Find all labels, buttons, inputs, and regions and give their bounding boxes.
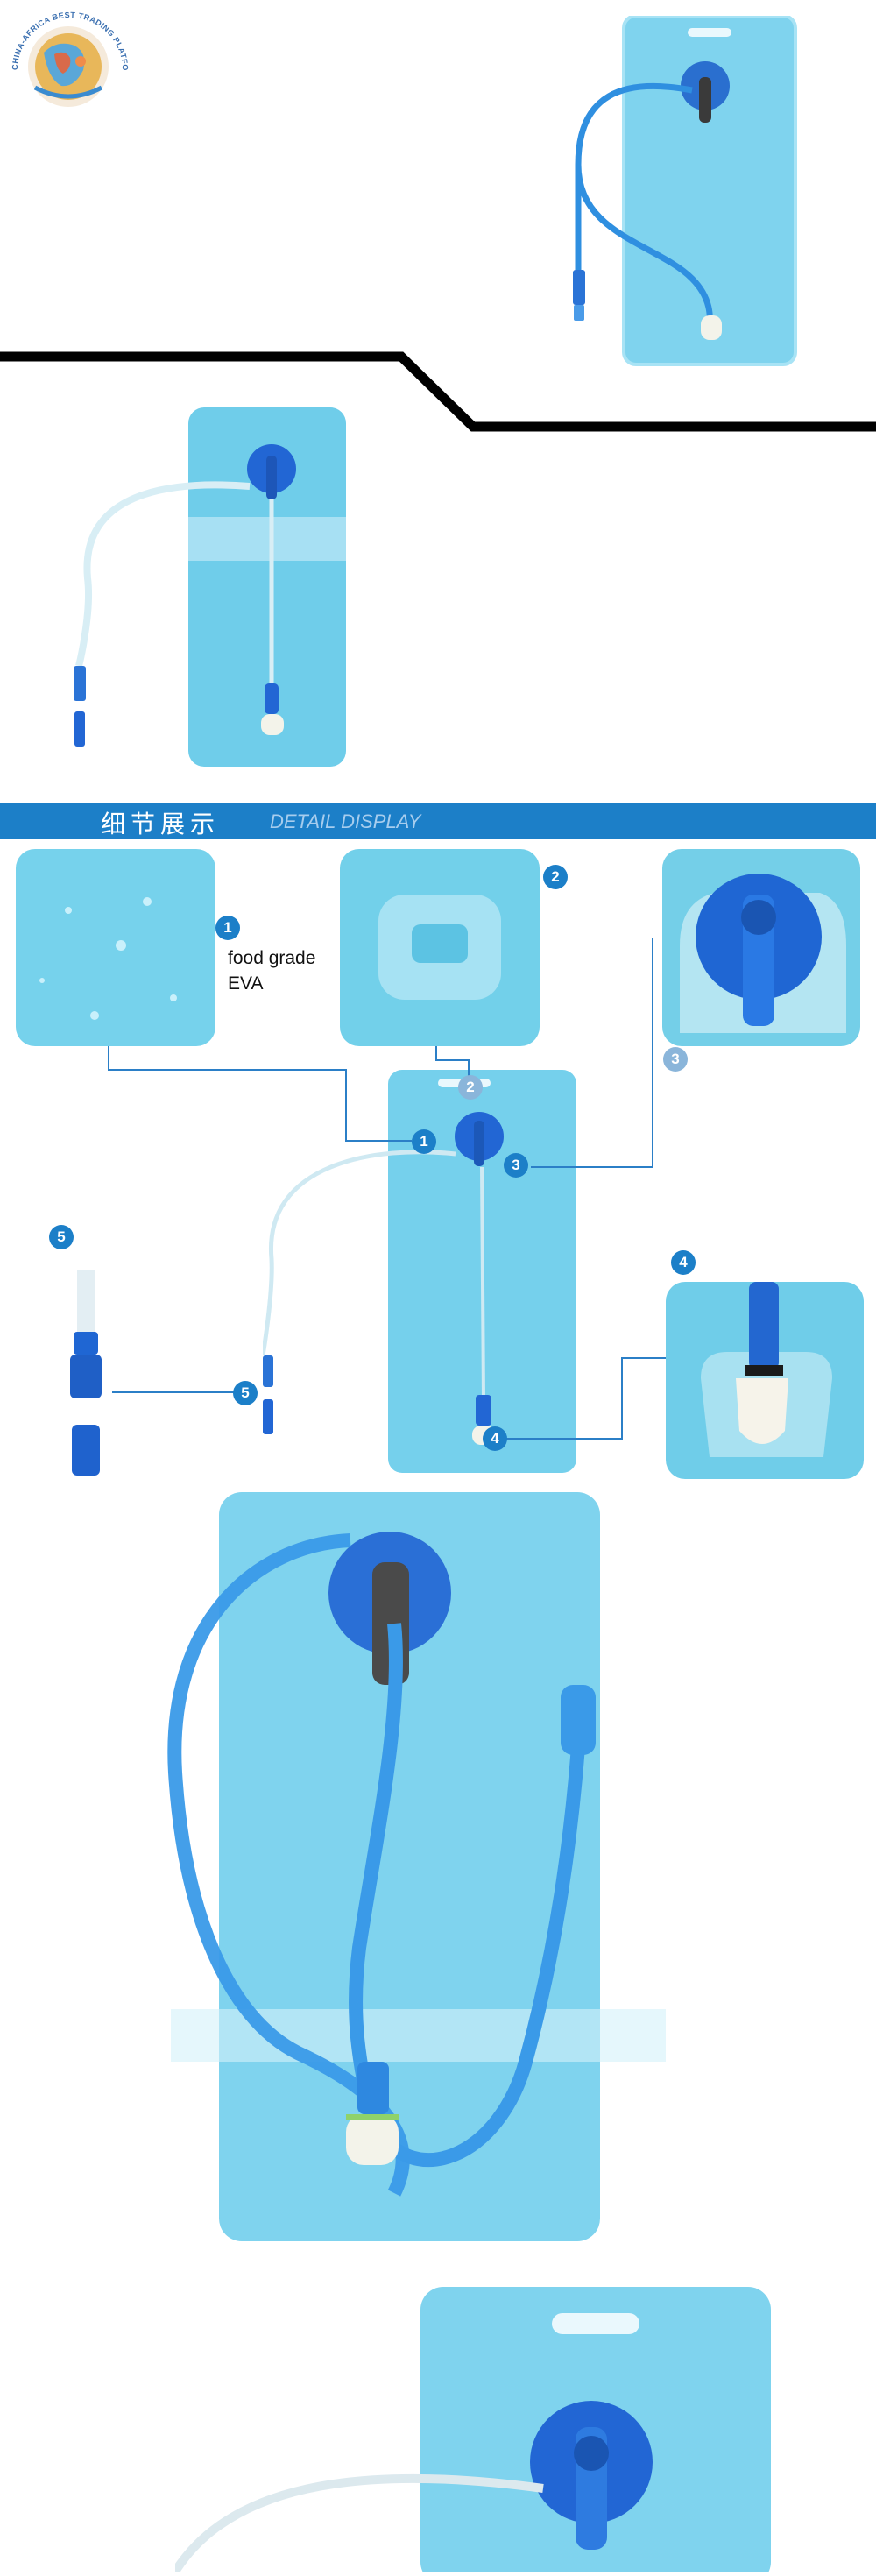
callout-4: 4: [671, 1250, 696, 1275]
callout-5: 5: [49, 1225, 74, 1249]
detail-image-material: [16, 849, 215, 1046]
brand-logo: CHINA-AFRICA BEST TRADING PLATFORM: [0, 0, 140, 123]
callout-1-label-line1: food grade: [228, 948, 316, 968]
product-image-blue-tube: [526, 14, 806, 366]
callout-2-marker: 2: [458, 1075, 483, 1100]
callout-3-marker: 3: [504, 1153, 528, 1178]
callout-4-marker: 4: [483, 1426, 507, 1451]
detail-image-cap: [662, 849, 860, 1046]
globe-logo-icon: CHINA-AFRICA BEST TRADING PLATFORM: [0, 0, 130, 107]
banner-title-en: DETAIL DISPLAY: [270, 810, 421, 832]
callout-1-label-line2: EVA: [228, 973, 264, 994]
section-divider: [0, 351, 876, 432]
callout-1: 1: [215, 916, 240, 940]
callout-2: 2: [543, 865, 568, 889]
banner-title-cn: 细节展示: [101, 810, 221, 839]
callout-1-label: food grade EVA: [228, 945, 315, 996]
product-image-clear-tube: [61, 403, 359, 771]
detail-banner: 细节展示 DETAIL DISPLAY: [0, 803, 876, 839]
detail-image-hanger-slot: [340, 849, 540, 1046]
callout-5-marker: 5: [233, 1381, 258, 1405]
callout-1-marker: 1: [412, 1129, 436, 1154]
product-image-bottom: [171, 2287, 788, 2576]
callout-3: 3: [663, 1047, 688, 1072]
product-image-large: [149, 1492, 727, 2246]
detail-image-valve: [61, 1270, 114, 1481]
detail-image-tube-connector: [666, 1282, 864, 1479]
